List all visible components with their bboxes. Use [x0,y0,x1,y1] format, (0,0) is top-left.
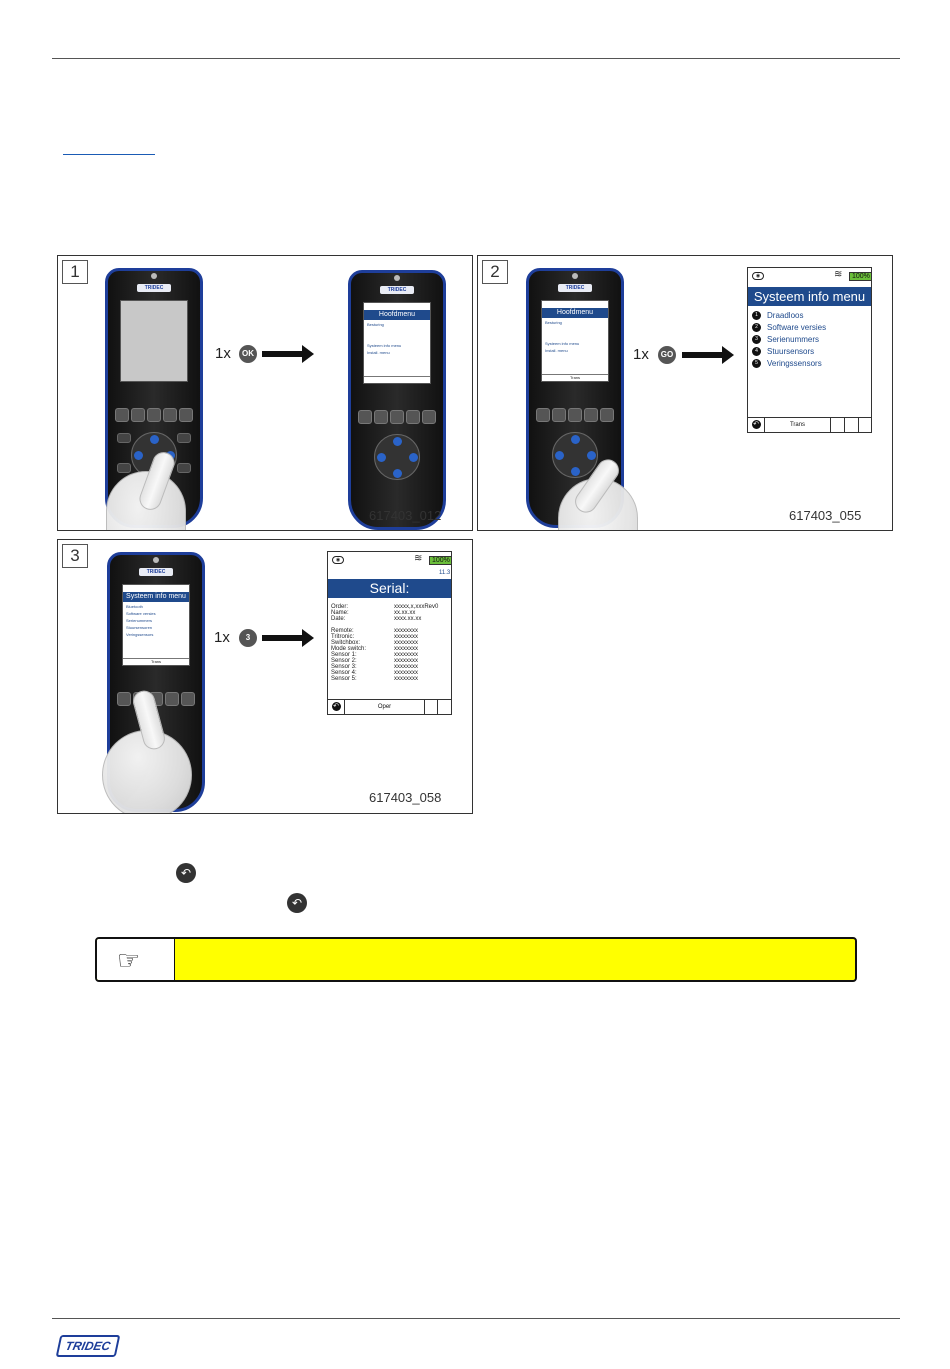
figure-panel-2: 2 TRIDEC Hoofdmenu Besturing Systeem inf… [477,255,893,531]
panel-number: 1 [62,260,88,284]
back-icon: ↶ [287,893,307,913]
footer-label: Oper [345,700,425,714]
screen-title: Serial: [328,579,451,598]
battery-indicator: 100% [429,556,451,565]
wifi-icon: ≋ [834,269,843,280]
version-label: 11.3 [439,570,451,576]
wifi-icon: ≋ [414,553,423,564]
figure-id: 617403_012 [369,508,442,523]
arrow-icon [262,345,314,363]
device-screen-hoofdmenu: Hoofdmenu Besturing Systeem info menu In… [363,302,431,384]
device-screen-systeem-info: Systeem info menu Bluetooth Software ver… [122,584,190,666]
pointing-hand-icon: ☞ [117,945,141,975]
note-box: ☞ [95,937,857,982]
handheld-remote-menu: TRIDEC Hoofdmenu Besturing Systeem info … [348,270,446,530]
device-screen-off [120,300,188,382]
step-count: 1x [633,346,649,363]
screen-title: Systeem info menu [748,287,871,306]
step-count: 1x [215,345,231,362]
tridec-logo: TRIDEC [55,1335,121,1357]
back-icon: ↶ [176,863,196,883]
footer-rule [52,1318,900,1319]
header-rule [52,58,900,59]
panel-number: 3 [62,544,88,568]
link-underline[interactable] [63,154,155,155]
brand-icon: ◉ [332,556,344,564]
ok-button-icon: OK [239,345,257,363]
arrow-icon [682,346,734,364]
brand-icon: ◉ [752,272,764,280]
figure-id: 617403_058 [369,790,442,805]
footer-label: Trans [765,418,831,432]
figure-id: 617403_055 [789,508,862,523]
go-button-icon: GO [658,346,676,364]
device-logo: TRIDEC [137,284,171,292]
camera-icon [151,273,157,279]
battery-indicator: 100% [849,272,871,281]
screen-serial: ◉ ≋ 100% 11.3 Serial: Order:xxxxx,x,xxxR… [327,551,452,715]
back-icon: ↶ [331,702,341,711]
key-3-icon: 3 [239,629,257,647]
figure-panel-1: 1 TRIDEC 1x OK TRIDEC Hoofdmenu Besturin… [57,255,473,531]
back-icon: ↶ [751,420,761,429]
step-count: 1x [214,629,230,646]
handheld-remote: TRIDEC Hoofdmenu Besturing Systeem info … [526,268,624,528]
panel-number: 2 [482,260,508,284]
figure-panel-3: 3 TRIDEC Systeem info menu Bluetooth Sof… [57,539,473,814]
device-screen-hoofdmenu: Hoofdmenu Besturing Systeem info menu In… [541,300,609,382]
arrow-icon [262,629,314,647]
